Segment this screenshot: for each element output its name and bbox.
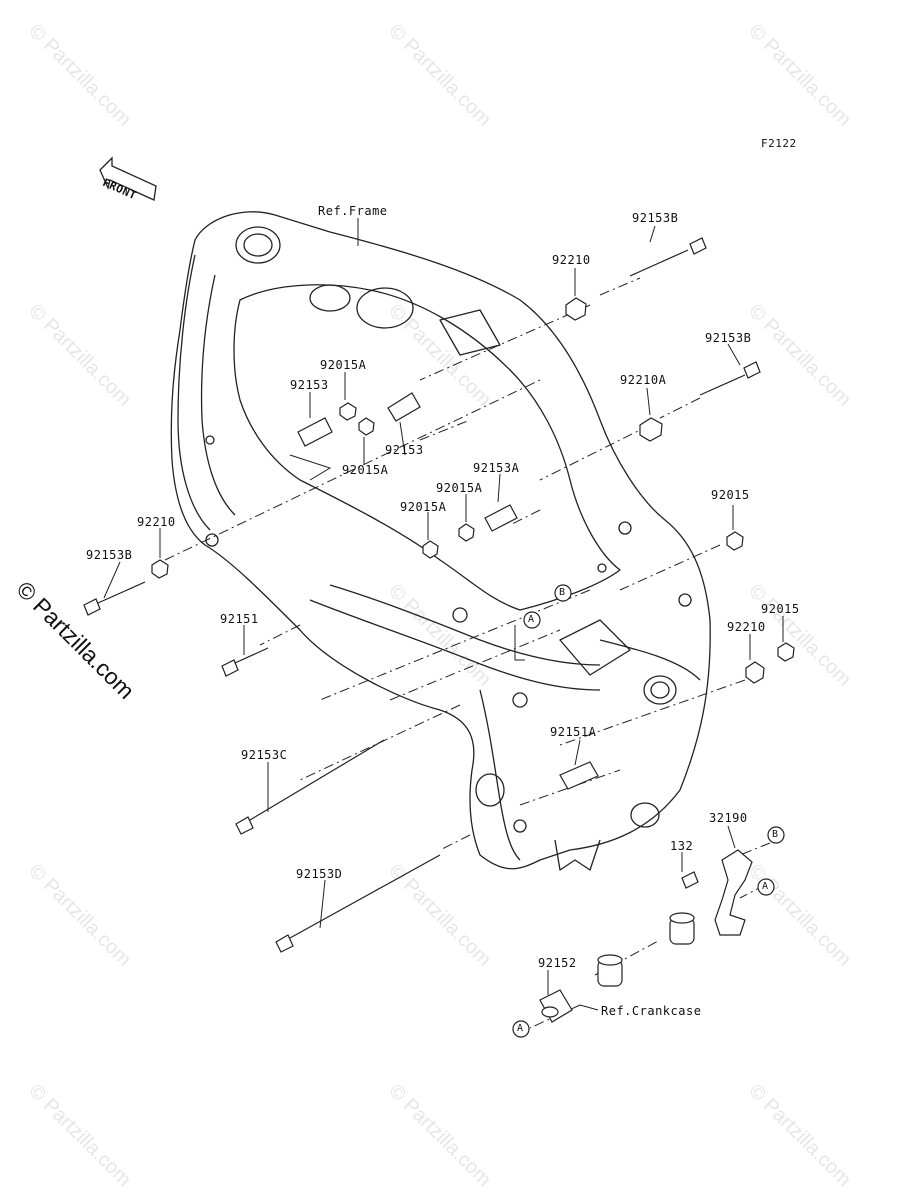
stud-92153A — [484, 504, 518, 532]
part-92153-b[interactable]: 92153 — [385, 443, 424, 457]
nut-92015-right — [726, 531, 744, 551]
frame-inner — [233, 284, 621, 611]
part-92015A-d[interactable]: 92015A — [400, 500, 447, 514]
part-132[interactable]: 132 — [670, 839, 694, 853]
front-arrow-icon — [99, 156, 157, 201]
bolt-92153B-mid — [699, 361, 761, 396]
ref-crankcase-label: Ref.Crankcase — [601, 1004, 702, 1018]
marker-a-bracket-label: A — [762, 881, 769, 892]
part-92015-right[interactable]: 92015 — [711, 488, 750, 502]
part-92210A[interactable]: 92210A — [620, 373, 667, 387]
collar-92152 — [539, 989, 573, 1023]
part-92153A[interactable]: 92153A — [473, 461, 520, 475]
marker-a-collar — [512, 1020, 530, 1038]
part-92153B-top[interactable]: 92153B — [632, 211, 679, 225]
part-92151[interactable]: 92151 — [220, 612, 259, 626]
marker-a-frame-label: A — [528, 614, 535, 625]
part-92210-top[interactable]: 92210 — [552, 253, 591, 267]
part-92153-a[interactable]: 92153 — [290, 378, 329, 392]
marker-a-bracket — [757, 878, 775, 896]
part-92151A[interactable]: 92151A — [550, 725, 597, 739]
part-92015A-c[interactable]: 92015A — [436, 481, 483, 495]
bolt-92153C — [235, 739, 385, 835]
frame-outline — [170, 211, 711, 870]
marker-a-frame — [523, 611, 541, 629]
part-92153B-left[interactable]: 92153B — [86, 548, 133, 562]
marker-b-frame-label: B — [559, 587, 566, 598]
stud-92151A — [559, 761, 599, 790]
stud-92153-a — [297, 417, 333, 447]
part-92153C[interactable]: 92153C — [241, 748, 288, 762]
marker-a-collar-label: A — [517, 1023, 524, 1034]
figure-code: F2122 — [761, 137, 797, 150]
bolt-92153B-left — [83, 581, 146, 616]
nut-92210-left — [151, 559, 169, 579]
part-92152[interactable]: 92152 — [538, 956, 577, 970]
bolt-92153D — [275, 854, 441, 953]
bracket-32190 — [714, 849, 753, 936]
part-92210-left[interactable]: 92210 — [137, 515, 176, 529]
part-92015-right2[interactable]: 92015 — [761, 602, 800, 616]
part-32190[interactable]: 32190 — [709, 811, 748, 825]
part-92015A-a[interactable]: 92015A — [320, 358, 367, 372]
bolt-132 — [681, 871, 699, 889]
collar-crankcase-b — [597, 954, 623, 987]
nut-92210-top — [565, 297, 587, 321]
nut-92015A-b — [358, 417, 375, 436]
part-92210-right[interactable]: 92210 — [727, 620, 766, 634]
marker-b-frame — [554, 584, 572, 602]
nut-92015A-c — [458, 523, 475, 542]
stud-92153-b — [387, 392, 421, 422]
pivot-boss — [643, 675, 677, 705]
part-92153D[interactable]: 92153D — [296, 867, 343, 881]
nut-92015A-d — [422, 540, 439, 559]
nut-92210-right — [745, 661, 765, 684]
marker-b-bracket — [767, 826, 785, 844]
ref-frame-label: Ref.Frame — [318, 204, 388, 218]
marker-b-bracket-label: B — [772, 829, 779, 840]
bolt-92151 — [221, 647, 269, 677]
part-92015A-b[interactable]: 92015A — [342, 463, 389, 477]
collar-crankcase-a — [669, 912, 695, 945]
nut-92015-right2 — [777, 642, 795, 662]
nut-92015A-a — [339, 402, 357, 421]
bolt-92153B-top — [629, 237, 707, 277]
head-pipe — [235, 226, 281, 264]
part-92153B-mid[interactable]: 92153B — [705, 331, 752, 345]
nut-92210A — [639, 417, 663, 442]
